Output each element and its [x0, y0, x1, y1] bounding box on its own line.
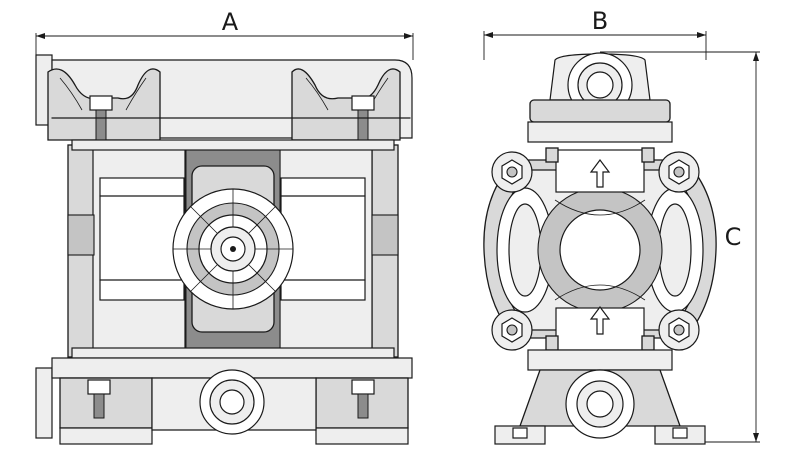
bolt-top-left: [491, 151, 533, 193]
dimension-a-label: A: [222, 8, 239, 36]
side-view: B C: [483, 7, 760, 445]
dimension-c: C: [600, 51, 760, 443]
top-port: [527, 52, 673, 143]
up-arrow-icon: [589, 159, 611, 188]
bolt-bottom-left: [491, 309, 533, 351]
bolt-top-right: [658, 151, 700, 193]
left-housing: [67, 144, 186, 358]
dimension-b: B: [483, 7, 707, 60]
corner-bolts: [491, 151, 700, 351]
side-body: [483, 159, 717, 339]
bottom-band: [71, 347, 395, 359]
top-manifold: [35, 54, 413, 141]
top-band: [71, 139, 395, 151]
dimension-b-label: B: [592, 7, 608, 35]
dimension-a: A: [35, 8, 414, 60]
up-arrow-icon: [589, 306, 611, 335]
center-body: [172, 149, 294, 351]
bottom-port: [494, 349, 706, 445]
dimension-c-label: C: [725, 223, 742, 251]
front-view: A: [35, 8, 414, 445]
bottom-manifold: [35, 357, 413, 445]
right-housing: [279, 144, 399, 358]
bolt-bottom-right: [658, 309, 700, 351]
